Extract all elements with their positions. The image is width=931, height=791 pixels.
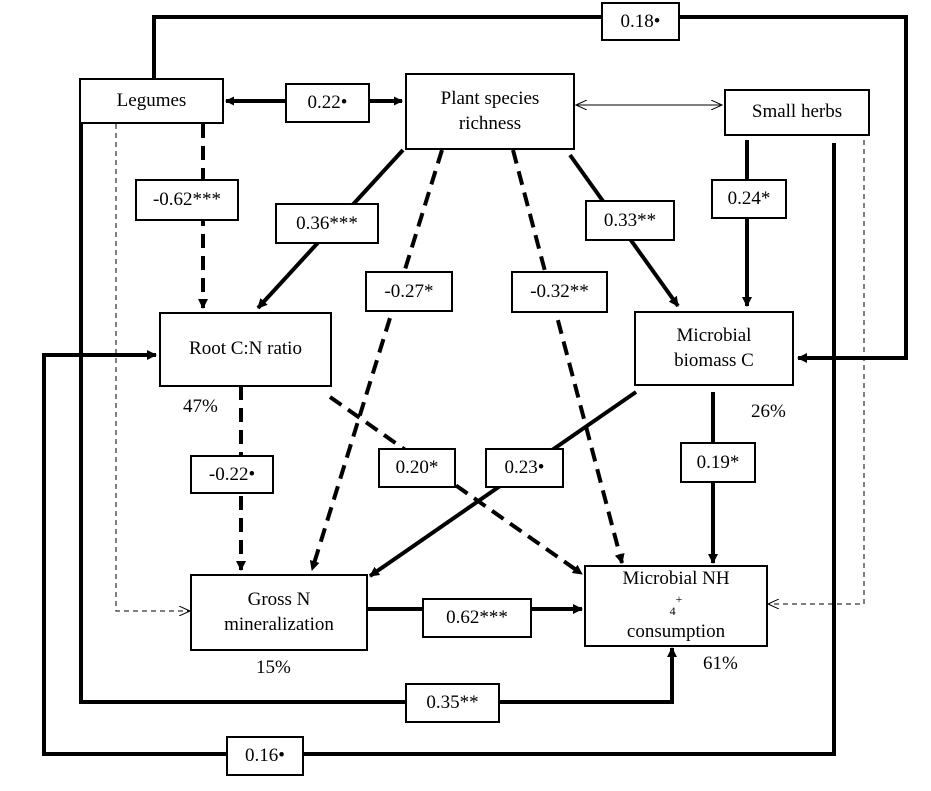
arrow-legumes-gnm — [115, 124, 190, 611]
arrow-rootcn-nh4 — [328, 395, 584, 576]
arrow-herbs-rootcn — [42, 143, 836, 756]
nh4-label-line2: consumption — [626, 620, 726, 642]
coef-herbs-rootcn: 0.16• — [226, 736, 304, 776]
nh4-label-prefix: Microbial NH — [622, 568, 730, 590]
coef-rootcn-nh4: 0.20* — [378, 448, 456, 488]
node-legumes-label: Legumes — [116, 89, 187, 111]
coef-legumes-nh4: 0.35** — [405, 683, 500, 723]
coef-mbc-nh4: 0.19* — [680, 442, 756, 483]
nh4-subscript: 4 — [669, 604, 676, 619]
arrow-richness-gnm — [309, 149, 444, 571]
node-small-herbs-label: Small herbs — [751, 101, 843, 123]
mbc-label-line1: Microbial — [676, 324, 752, 346]
nh4-superscript: + — [675, 592, 683, 607]
variance-root-cn: 47% — [183, 396, 218, 417]
node-root-cn-ratio: Root C:N ratio — [159, 312, 332, 387]
coef-legumes-rootcn: -0.62*** — [135, 179, 239, 221]
node-small-herbs: Small herbs — [724, 89, 870, 136]
coef-mbc-gnm: 0.23• — [485, 448, 564, 488]
richness-label-line1: Plant species — [440, 87, 540, 109]
coef-legumes-mbc: 0.18• — [601, 2, 680, 41]
coef-richness-gnm: -0.27* — [365, 271, 453, 312]
coef-herbs-mbc: 0.24* — [711, 179, 787, 219]
gnm-label-line2: mineralization — [224, 613, 334, 635]
node-microbial-nh4-consumption: Microbial NH 4+ consumption — [584, 565, 768, 647]
arrow-legumes-nh4 — [79, 124, 677, 704]
variance-nh4: 61% — [703, 653, 738, 674]
coef-legumes-richness: 0.22• — [285, 83, 370, 123]
node-root-cn-label: Root C:N ratio — [189, 338, 302, 360]
gnm-label-line1: Gross N — [247, 588, 311, 610]
node-plant-species-richness: Plant species richness — [405, 73, 575, 150]
mbc-label-line2: biomass C — [674, 349, 754, 371]
node-legumes: Legumes — [79, 78, 224, 124]
node-microbial-biomass-c: Microbial biomass C — [634, 311, 794, 386]
variance-mbc: 26% — [751, 401, 786, 422]
coef-gnm-nh4: 0.62*** — [422, 598, 532, 638]
nh4-label-line1: Microbial NH 4+ — [622, 567, 729, 619]
richness-label-line2: richness — [458, 112, 522, 134]
coef-rootcn-gnm: -0.22• — [190, 455, 274, 494]
arrow-richness-nh4 — [511, 149, 625, 564]
arrow-legumes-mbc — [152, 15, 908, 363]
arrow-herbs-nh4 — [768, 140, 865, 604]
node-gross-n-mineralization: Gross N mineralization — [190, 574, 368, 651]
coef-richness-rootcn: 0.36*** — [275, 203, 379, 244]
variance-gnm: 15% — [256, 657, 291, 678]
coef-richness-nh4: -0.32** — [511, 271, 608, 313]
coef-richness-mbc: 0.33** — [585, 200, 675, 241]
